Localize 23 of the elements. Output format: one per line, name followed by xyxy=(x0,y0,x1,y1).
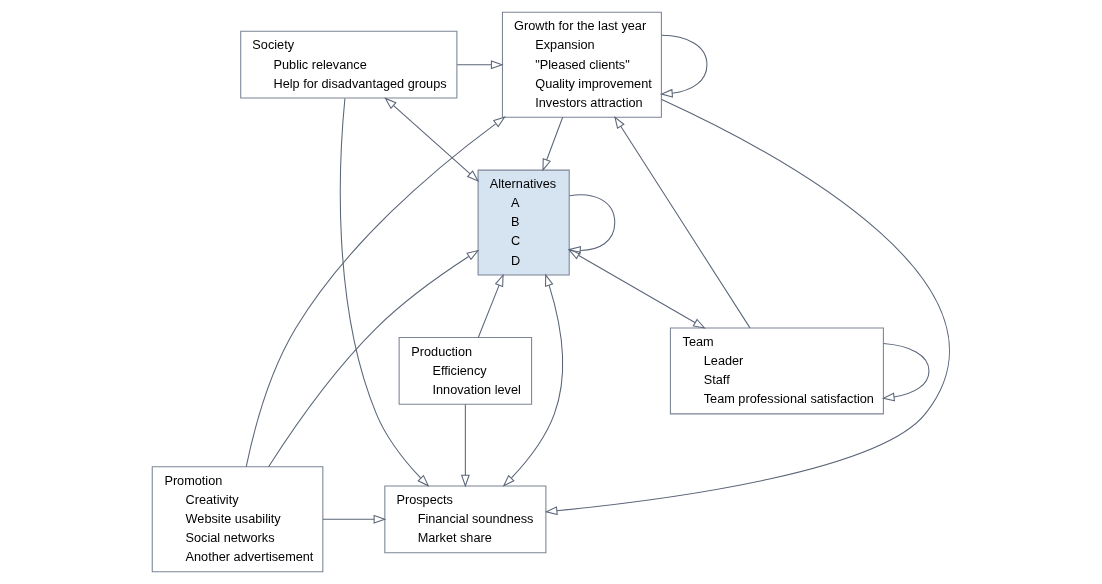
node-box: Society Public relevance Help for disadvantaged groups xyxy=(240,30,458,99)
arrow xyxy=(542,116,564,172)
arrow xyxy=(544,99,950,516)
arrow xyxy=(881,343,930,402)
node-box: Production Efficiency Innovation level xyxy=(398,337,533,405)
arrow xyxy=(567,249,706,329)
arrow xyxy=(322,514,387,524)
arrow xyxy=(568,194,616,255)
arrow xyxy=(502,273,564,487)
node-box: Alternatives A B C D xyxy=(477,169,570,276)
node-box: Growth for the last year Expansion "Pleased clients" Quality improvement Investors attraction xyxy=(501,11,662,118)
arrow xyxy=(384,97,480,182)
arrow xyxy=(245,116,506,468)
arrow xyxy=(614,116,751,329)
arrow xyxy=(660,34,708,98)
node-box: Team Leader Staff Team professional satisfaction xyxy=(669,327,884,415)
arrow xyxy=(460,403,470,488)
arrow xyxy=(268,249,480,468)
node-box: Promotion Creativity Website usability Social networks Another advertisement xyxy=(151,466,324,573)
node-box: Prospects Financial soundness Market share xyxy=(384,485,547,554)
arrow xyxy=(339,97,430,487)
arrow xyxy=(456,60,504,70)
arrow xyxy=(477,273,504,338)
